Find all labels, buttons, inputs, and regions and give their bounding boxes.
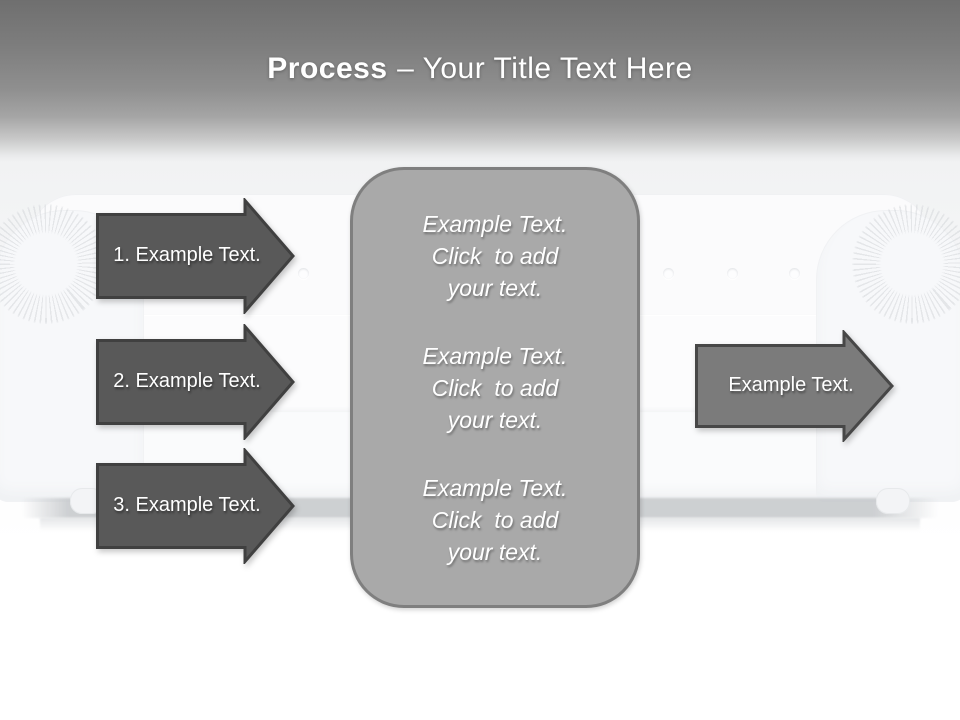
sofa-tuft-button xyxy=(663,268,674,279)
text-line: Example Text. xyxy=(422,210,568,237)
sofa-arm-pleats-right xyxy=(852,204,960,324)
sofa-leg-right xyxy=(876,488,910,514)
text-line: Click to add xyxy=(431,506,559,533)
process-arrow-2[interactable]: 2. Example Text. xyxy=(96,324,296,440)
process-arrow-3[interactable]: 3. Example Text. xyxy=(96,448,296,564)
example-text-block-2[interactable]: Example Text. Click to add your text. xyxy=(423,340,568,436)
arrow-shape xyxy=(96,448,295,564)
arrow-shape xyxy=(96,198,295,314)
example-text-block-3[interactable]: Example Text. Click to add your text. xyxy=(423,472,568,568)
process-arrow-1[interactable]: 1. Example Text. xyxy=(96,198,296,314)
text-line: Click to add xyxy=(431,374,559,401)
slide-title-bold: Process xyxy=(267,52,388,85)
arrow-label: 1. Example Text. xyxy=(113,244,261,266)
text-line: your text. xyxy=(447,274,543,301)
sofa-tuft-button xyxy=(298,268,309,279)
text-line: your text. xyxy=(447,538,543,565)
center-text-panel[interactable]: Example Text. Click to add your text. Ex… xyxy=(350,167,640,608)
arrow-label: 3. Example Text. xyxy=(113,494,261,516)
slide-title[interactable]: Process – Your Title Text Here xyxy=(0,52,960,86)
arrow-shape xyxy=(96,324,295,440)
process-arrow-result[interactable]: Example Text. xyxy=(695,330,895,442)
arrow-label: Example Text. xyxy=(728,374,854,396)
slide-title-rest: – Your Title Text Here xyxy=(397,52,693,85)
text-line: Example Text. xyxy=(422,342,568,369)
arrow-label: 2. Example Text. xyxy=(113,370,261,392)
sofa-arm-pleats-left xyxy=(0,204,106,324)
text-line: Click to add xyxy=(431,242,559,269)
sofa-tuft-button xyxy=(789,268,800,279)
text-line: your text. xyxy=(447,406,543,433)
text-line: Example Text. xyxy=(422,474,568,501)
title-header-band: Process – Your Title Text Here xyxy=(0,0,960,162)
sofa-tuft-button xyxy=(727,268,738,279)
example-text-block-1[interactable]: Example Text. Click to add your text. xyxy=(423,208,568,304)
arrow-shape xyxy=(695,330,895,442)
